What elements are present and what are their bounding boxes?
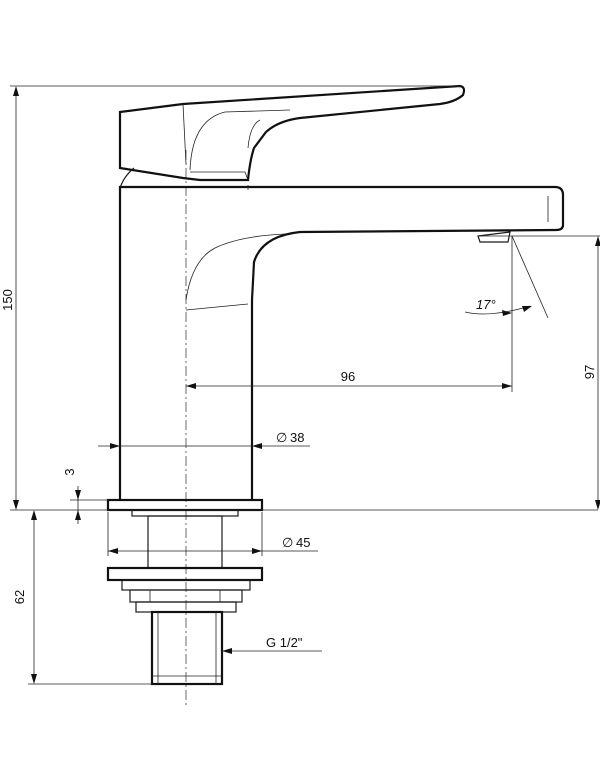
dim-38-symbol: ∅ [276,430,287,445]
faucet-base [106,498,264,686]
dim-thread: G 1/2" [222,635,322,654]
dim-shank-length: 62 [12,510,152,685]
dim-spout-angle: 17° [464,235,549,319]
dim-thread-label: G 1/2" [266,635,303,650]
dim-97-label: 97 [582,365,597,379]
dim-62-label: 62 [12,590,27,604]
dim-base-thickness: 3 [62,468,108,524]
dim-spout-height: 97 [478,235,600,510]
dim-45-symbol: ∅ [282,535,293,550]
dim-3-label: 3 [62,468,77,475]
dim-38-label: 38 [290,430,304,445]
dim-96-label: 96 [341,369,355,384]
dim-spout-reach: 96 [186,236,513,392]
dim-body-diameter: ∅ 38 [98,430,310,449]
dim-150-label: 150 [0,289,15,311]
lever-handle [118,84,466,189]
dim-total-height: 150 [0,85,598,511]
dim-base-diameter: ∅ 45 [107,512,318,556]
faucet-body [118,185,565,500]
dim-17deg-label: 17° [476,297,496,312]
dim-45-label: 45 [296,535,310,550]
